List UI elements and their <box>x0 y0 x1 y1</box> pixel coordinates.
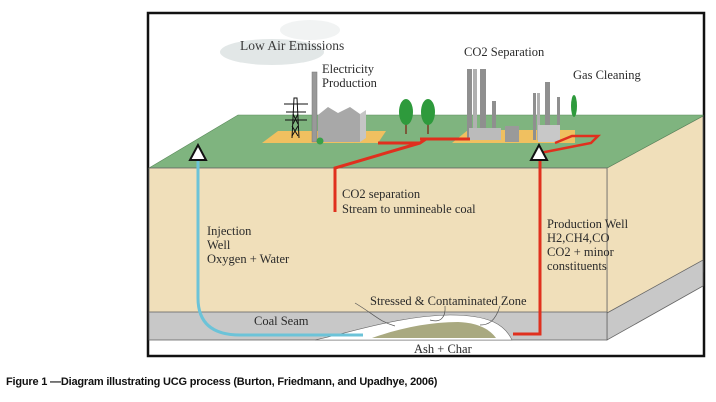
label-co2-stream-1: CO2 separation <box>342 187 421 201</box>
co2-separation-plant-icon <box>467 69 519 142</box>
emissions-cloud <box>220 39 324 65</box>
injection-well-pipe <box>196 158 363 337</box>
stressed-zone-leader <box>429 305 446 322</box>
label-well: Well <box>207 238 231 252</box>
production-wellhead-icon <box>529 142 549 161</box>
label-oxygen-water: Oxygen + Water <box>207 252 290 266</box>
stressed-zone-leader <box>354 302 396 327</box>
label-stressed-zone: Stressed & Contaminated Zone <box>370 294 527 308</box>
electricity-stack <box>311 71 318 143</box>
label-gas-cleaning: Gas Cleaning <box>573 68 641 82</box>
power-plant-building <box>318 107 360 142</box>
label-co2-stream-2: Stream to unmineable coal <box>342 202 476 216</box>
label-electricity: Electricity <box>322 62 375 76</box>
label-co2-separation: CO2 Separation <box>464 45 545 59</box>
injection-wellhead-icon <box>188 142 208 161</box>
tree-icon <box>421 99 435 134</box>
label-injection: Injection <box>207 224 252 238</box>
label-gases: H2,CH4,CO <box>547 231 610 245</box>
label-low-air-emissions: Low Air Emissions <box>240 38 344 53</box>
label-co2-minor: CO2 + minor <box>547 245 615 259</box>
shrub-icon <box>316 137 324 145</box>
power-pylon-icon <box>284 97 308 139</box>
production-well-pipe <box>513 160 542 336</box>
tree-icon <box>399 99 413 134</box>
ash-char-deposit <box>372 322 496 338</box>
label-ash-char: Ash + Char <box>414 342 473 356</box>
label-production: Production <box>322 76 378 90</box>
label-production-well: Production Well <box>547 217 629 231</box>
gas-return-pipe <box>539 134 602 155</box>
emissions-cloud <box>280 20 340 40</box>
label-coal-seam: Coal Seam <box>254 314 309 328</box>
gas-cleaning-plant-icon <box>533 82 560 142</box>
label-constituents: constituents <box>547 259 607 273</box>
figure-caption: Figure 1 —Diagram illustrating UCG proce… <box>6 376 438 388</box>
power-plant-wing <box>360 110 366 142</box>
overburden-front <box>148 167 608 314</box>
stressed-zone-leader <box>479 305 501 326</box>
tree-icon <box>571 95 577 117</box>
